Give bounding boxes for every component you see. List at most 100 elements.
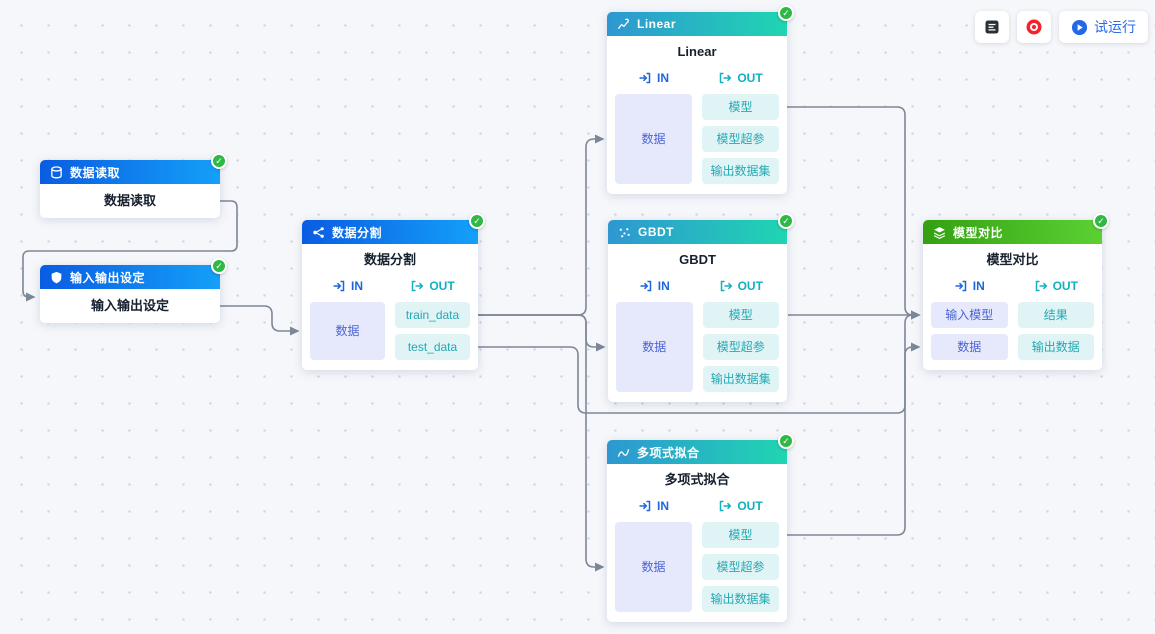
node-header-linear[interactable]: Linear xyxy=(607,12,787,36)
shield-icon xyxy=(51,271,62,283)
record-button[interactable] xyxy=(1017,11,1051,43)
node-header-data-read[interactable]: 数据读取 xyxy=(40,160,220,184)
out-label: OUT xyxy=(737,71,763,85)
node-title: Linear xyxy=(677,44,717,59)
node-linear[interactable]: ✓ Linear Linear IN 数据 xyxy=(607,5,794,194)
node-header-poly-fit[interactable]: 多项式拟合 xyxy=(607,440,787,464)
node-header-label: 多项式拟合 xyxy=(637,445,700,460)
success-check-icon: ✓ xyxy=(1093,213,1109,229)
port-in-data[interactable]: 数据 xyxy=(616,302,693,392)
out-label: OUT xyxy=(1052,279,1078,293)
port-out-dataset[interactable]: 输出数据集 xyxy=(702,158,779,184)
node-io-settings[interactable]: ✓ 输入输出设定 输入输出设定 xyxy=(40,258,227,323)
port-out-hyperparams[interactable]: 模型超参 xyxy=(702,554,779,580)
log-icon xyxy=(985,20,999,34)
node-model-compare[interactable]: ✓ 模型对比 模型对比 IN 输入模型 数据 xyxy=(923,213,1109,370)
in-label: IN xyxy=(657,499,669,513)
node-title: 输入输出设定 xyxy=(90,298,169,313)
port-in-model[interactable]: 输入模型 xyxy=(931,302,1008,328)
node-gbdt[interactable]: ✓ GBDT GBDT IN 数据 xyxy=(608,213,794,402)
in-column-header: IN xyxy=(615,68,692,88)
out-label: OUT xyxy=(737,279,763,293)
split-icon xyxy=(313,226,324,238)
node-header-label: 模型对比 xyxy=(953,225,1004,240)
out-column: OUT 结果 输出数据 xyxy=(1017,276,1095,360)
port-in-data[interactable]: 数据 xyxy=(310,302,385,360)
out-column: OUT 模型 模型超参 输出数据集 xyxy=(702,276,780,392)
import-icon xyxy=(639,72,651,84)
out-column-header: OUT xyxy=(1018,276,1095,296)
edge-linearmodel-comparemodel xyxy=(787,106,921,320)
port-out-hyperparams[interactable]: 模型超参 xyxy=(702,126,779,152)
export-icon xyxy=(720,500,732,512)
edge-traindata-gbdt xyxy=(478,314,606,352)
success-check-icon: ✓ xyxy=(211,153,227,169)
node-title: 数据读取 xyxy=(103,193,156,208)
toolbar: 试运行 xyxy=(975,11,1148,43)
node-header-io-settings[interactable]: 输入输出设定 xyxy=(40,265,220,289)
out-column-header: OUT xyxy=(395,276,470,296)
node-poly-fit[interactable]: ✓ 多项式拟合 多项式拟合 IN 数据 xyxy=(607,433,794,622)
node-header-label: 输入输出设定 xyxy=(70,270,146,285)
node-data-read[interactable]: ✓ 数据读取 数据读取 xyxy=(40,153,227,218)
port-out-model[interactable]: 模型 xyxy=(702,302,779,328)
port-out-result[interactable]: 结果 xyxy=(1017,302,1094,328)
success-check-icon: ✓ xyxy=(778,213,794,229)
node-header-label: GBDT xyxy=(638,225,674,239)
node-header-model-compare[interactable]: 模型对比 xyxy=(923,220,1102,244)
edge-polymodel-comparemodel xyxy=(787,310,921,536)
node-header-label: 数据读取 xyxy=(70,165,121,180)
port-out-model[interactable]: 模型 xyxy=(702,94,779,120)
log-button[interactable] xyxy=(975,11,1009,43)
import-icon xyxy=(640,280,651,292)
line-chart-icon xyxy=(617,18,629,29)
port-out-train-data[interactable]: train_data xyxy=(395,302,470,328)
node-header-data-split[interactable]: 数据分割 xyxy=(302,220,478,244)
out-label: OUT xyxy=(737,499,763,513)
node-title: 数据分割 xyxy=(363,252,416,267)
curve-chart-icon xyxy=(617,448,630,457)
in-column: IN 数据 xyxy=(615,496,692,612)
scatter-icon xyxy=(619,227,630,237)
export-icon xyxy=(412,280,424,292)
success-check-icon: ✓ xyxy=(778,5,794,21)
port-out-dataset[interactable]: 输出数据集 xyxy=(702,586,779,612)
record-icon xyxy=(1026,19,1042,35)
node-header-label: Linear xyxy=(637,17,677,31)
port-out-test-data[interactable]: test_data xyxy=(395,334,470,360)
out-column: OUT 模型 模型超参 输出数据集 xyxy=(702,496,779,612)
run-button[interactable]: 试运行 xyxy=(1059,11,1148,43)
out-column: OUT train_data test_data xyxy=(395,276,470,360)
out-column-header: OUT xyxy=(703,276,780,296)
success-check-icon: ✓ xyxy=(778,433,794,449)
in-column-header: IN xyxy=(615,496,692,516)
edge-traindata-linear xyxy=(478,134,605,316)
node-title: GBDT xyxy=(679,252,716,267)
in-column-header: IN xyxy=(931,276,1008,296)
database-icon xyxy=(51,165,62,178)
run-button-label: 试运行 xyxy=(1094,19,1136,35)
success-check-icon: ✓ xyxy=(469,213,485,229)
node-title: 模型对比 xyxy=(986,252,1039,267)
out-column: OUT 模型 模型超参 输出数据集 xyxy=(702,68,779,184)
node-header-gbdt[interactable]: GBDT xyxy=(608,220,787,244)
out-label: OUT xyxy=(429,279,455,293)
in-column: IN 数据 xyxy=(310,276,385,360)
port-in-data[interactable]: 数据 xyxy=(931,334,1008,360)
port-in-data[interactable]: 数据 xyxy=(615,94,692,184)
port-out-dataset[interactable]: 输出数据集 xyxy=(702,366,779,392)
edge-traindata-polyfit xyxy=(478,314,605,572)
port-out-hyperparams[interactable]: 模型超参 xyxy=(702,334,779,360)
port-out-model[interactable]: 模型 xyxy=(702,522,779,548)
in-column-header: IN xyxy=(616,276,693,296)
port-in-data[interactable]: 数据 xyxy=(615,522,692,612)
import-icon xyxy=(333,280,345,292)
node-data-split[interactable]: ✓ 数据分割 数据分割 IN 数据 xyxy=(302,213,485,370)
port-out-data[interactable]: 输出数据 xyxy=(1017,334,1094,360)
play-icon xyxy=(1071,19,1088,35)
in-column: IN 数据 xyxy=(616,276,693,392)
export-icon xyxy=(720,72,732,84)
import-icon xyxy=(639,500,651,512)
in-label: IN xyxy=(972,279,985,293)
